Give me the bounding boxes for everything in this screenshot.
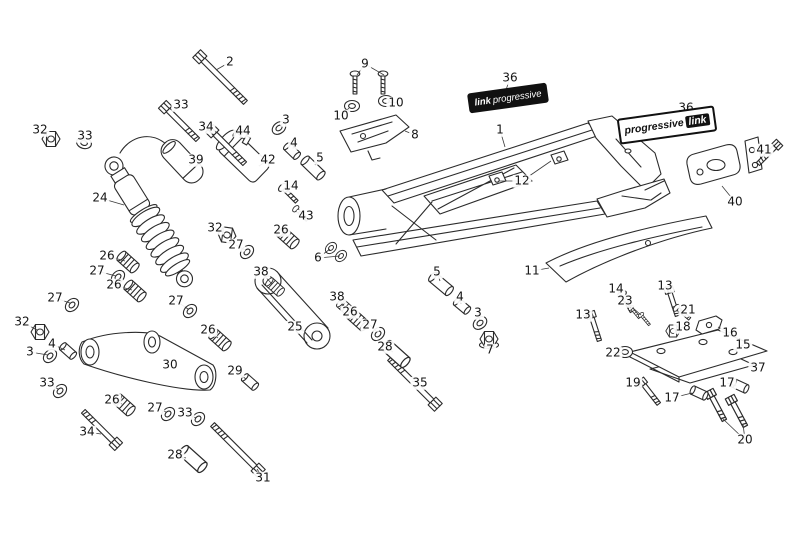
part-label-42: 42 xyxy=(258,152,278,167)
decal-top-text-main: link xyxy=(473,94,492,109)
part-label-30: 30 xyxy=(160,357,180,372)
part-label-38: 38 xyxy=(327,289,347,304)
part-label-33: 33 xyxy=(171,97,191,112)
part-label-13: 13 xyxy=(573,307,593,322)
part-label-34: 34 xyxy=(196,119,216,134)
part-label-32: 32 xyxy=(12,314,32,329)
part-label-41: 41 xyxy=(754,142,774,157)
part-label-5: 5 xyxy=(314,150,326,165)
part-label-17: 17 xyxy=(717,375,737,390)
part-label-4: 4 xyxy=(46,336,58,351)
part-label-37: 37 xyxy=(748,360,768,375)
part-label-27: 27 xyxy=(87,263,107,278)
reservoir-hose xyxy=(119,136,169,154)
part-label-29: 29 xyxy=(225,363,245,378)
part-label-14: 14 xyxy=(606,281,626,296)
rear-shock xyxy=(104,156,194,288)
part-label-28: 28 xyxy=(375,339,395,354)
part-label-28: 28 xyxy=(165,447,185,462)
part-label-35: 35 xyxy=(410,375,430,390)
part-label-27: 27 xyxy=(166,293,186,308)
part-label-9: 9 xyxy=(359,56,371,71)
part-label-5: 5 xyxy=(431,264,443,279)
part-label-4: 4 xyxy=(454,289,466,304)
part-label-34: 34 xyxy=(77,424,97,439)
part-label-3: 3 xyxy=(472,305,484,320)
part-label-12: 12 xyxy=(512,173,532,188)
part-label-39: 39 xyxy=(186,152,206,167)
part-label-21: 21 xyxy=(678,302,698,317)
part-label-16: 16 xyxy=(720,325,740,340)
part-label-26: 26 xyxy=(102,392,122,407)
part-label-31: 31 xyxy=(253,470,273,485)
part-label-10: 10 xyxy=(331,108,351,123)
part-label-6: 6 xyxy=(312,250,324,265)
part-label-13: 13 xyxy=(655,278,675,293)
part-label-18: 18 xyxy=(673,319,693,334)
part-label-36: 36 xyxy=(500,70,520,85)
part-label-40: 40 xyxy=(725,194,745,209)
part-label-33: 33 xyxy=(175,405,195,420)
part-label-32: 32 xyxy=(30,122,50,137)
part-label-4: 4 xyxy=(288,135,300,150)
part-label-43: 43 xyxy=(296,208,316,223)
decal-right-text-accent: link xyxy=(684,113,711,129)
chain-slider xyxy=(339,114,410,161)
part-label-27: 27 xyxy=(360,317,380,332)
part-label-26: 26 xyxy=(340,304,360,319)
part-label-27: 27 xyxy=(145,400,165,415)
part-label-38: 38 xyxy=(251,264,271,279)
part-label-2: 2 xyxy=(224,54,236,69)
part-label-20: 20 xyxy=(735,432,755,447)
part-label-24: 24 xyxy=(90,190,110,205)
part-label-8: 8 xyxy=(409,127,421,142)
swingarm xyxy=(337,115,671,257)
part-label-3: 3 xyxy=(280,112,292,127)
part-label-14: 14 xyxy=(281,178,301,193)
part-label-33: 33 xyxy=(37,375,57,390)
part-label-7: 7 xyxy=(484,342,496,357)
part-label-26: 26 xyxy=(198,322,218,337)
guide-plate xyxy=(629,329,768,383)
part-label-27: 27 xyxy=(45,290,65,305)
part-label-11: 11 xyxy=(522,263,542,278)
part-label-19: 19 xyxy=(623,375,643,390)
part-label-17: 17 xyxy=(662,390,682,405)
part-label-26: 26 xyxy=(97,248,117,263)
part-label-15: 15 xyxy=(733,337,753,352)
shock-cover-cylinder xyxy=(215,129,270,183)
part-label-27: 27 xyxy=(226,237,246,252)
part-label-3: 3 xyxy=(24,344,36,359)
part-label-10: 10 xyxy=(386,95,406,110)
bracket xyxy=(695,315,723,335)
rocker-arm xyxy=(78,330,217,391)
part-label-22: 22 xyxy=(603,345,623,360)
decal-right-text-main: progressive xyxy=(623,116,685,137)
part-label-26: 26 xyxy=(104,277,124,292)
part-label-32: 32 xyxy=(205,220,225,235)
chain-guard xyxy=(545,215,713,283)
part-label-26: 26 xyxy=(271,222,291,237)
part-label-23: 23 xyxy=(615,293,635,308)
decal-top-text-accent: progressive xyxy=(492,87,543,106)
part-label-44: 44 xyxy=(233,123,253,138)
part-label-33: 33 xyxy=(75,128,95,143)
part-label-1: 1 xyxy=(494,122,506,137)
part-label-25: 25 xyxy=(285,319,305,334)
